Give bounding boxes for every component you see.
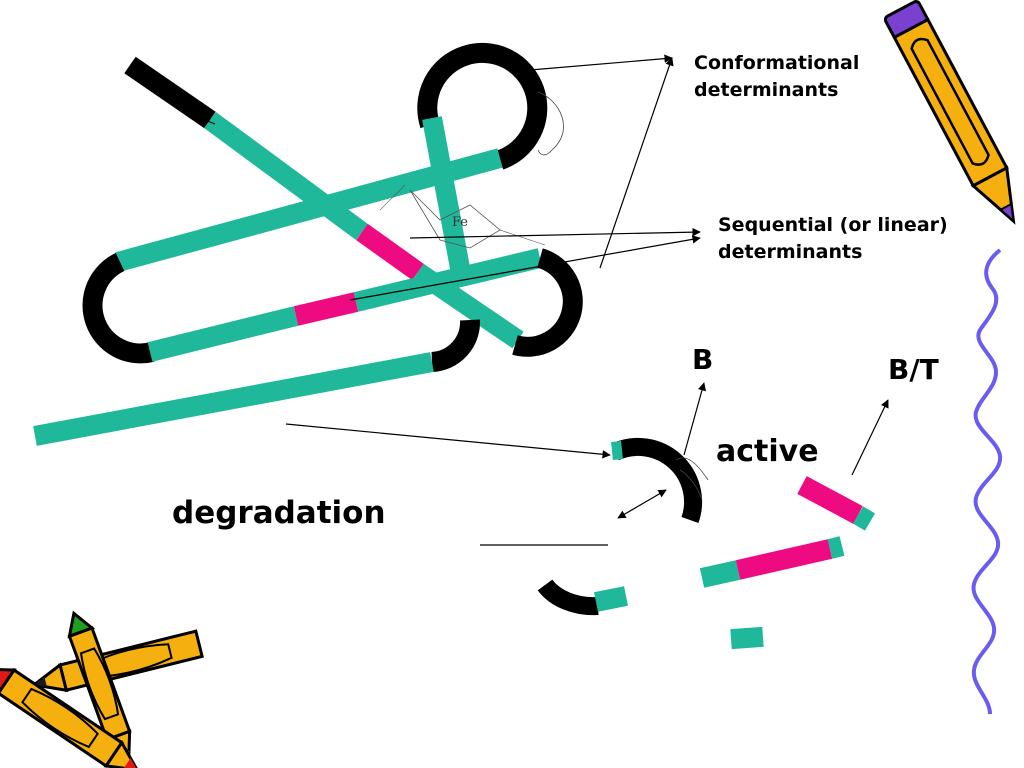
left-loop [82,252,155,364]
sequential-line-2: determinants [718,241,863,263]
pencil-icon [883,0,1016,225]
fragment-arc [611,437,709,523]
degraded-fragments [537,437,876,650]
crayons-icon [0,610,204,768]
b-cell-label: B [692,343,714,376]
wavy-border-decoration [971,248,1003,715]
middle-strand [147,248,543,362]
top-loop [417,42,548,170]
bt-cell-label: B/T [888,353,939,386]
sequential-determinants-label: Sequential (or linear) determinants [718,212,948,266]
fragment-small [730,626,764,650]
fragment-lower-arc [537,579,628,616]
conformational-line-1: Conformational [694,52,860,74]
annotation-arrows [285,54,889,546]
conformational-line-2: determinants [694,79,839,101]
upper-strand [115,148,503,272]
fragment-middle-peptide [699,536,845,588]
folded-protein-chain: Fe [33,42,583,446]
right-loop [512,248,583,357]
fragment-bt-peptide [797,476,876,531]
lower-strand [33,319,481,446]
fe-label: Fe [452,215,468,230]
active-label: active [716,434,819,469]
fe-cluster: Fe [379,91,564,249]
top-loop-stem [422,116,470,270]
conformational-determinants-label: Conformational determinants [694,50,859,104]
sequential-line-1: Sequential (or linear) [718,214,948,236]
degradation-label: degradation [172,495,386,531]
